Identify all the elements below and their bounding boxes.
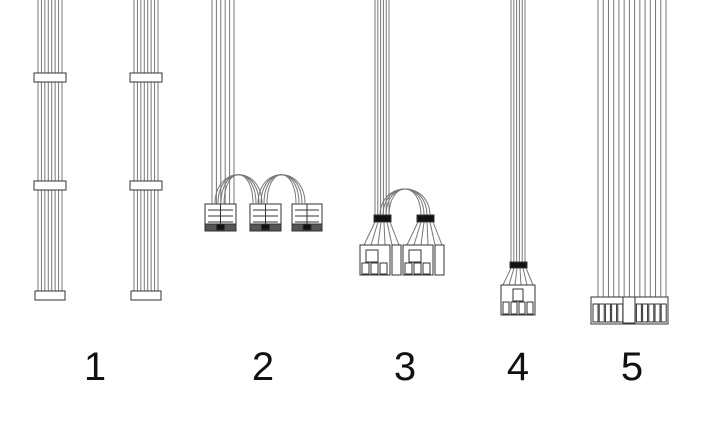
sleeve — [373, 214, 392, 223]
connector-pin — [413, 262, 422, 275]
wire — [525, 267, 534, 286]
connector-latch — [622, 296, 636, 324]
connector-latch — [512, 288, 524, 302]
connector-latch — [365, 249, 379, 263]
cable-1-sata-strips — [33, 0, 163, 301]
pcie-2pin-connector — [434, 244, 445, 276]
connector-pin — [604, 303, 611, 323]
connector-pin — [404, 262, 413, 275]
wire — [432, 221, 443, 246]
jumper-wire — [379, 188, 431, 217]
jumper-wire — [257, 174, 306, 205]
cable-tie — [33, 180, 67, 191]
wire — [406, 221, 419, 246]
connector-pin — [648, 303, 655, 323]
sleeve — [509, 261, 528, 269]
connector-pin — [526, 301, 534, 315]
wire — [389, 221, 400, 246]
wire — [519, 267, 522, 286]
wire — [370, 221, 379, 246]
wire — [522, 267, 528, 286]
wire — [514, 267, 518, 286]
cable-tie — [129, 72, 163, 83]
label-cable-1: 1 — [83, 345, 107, 389]
sleeve — [416, 214, 435, 223]
label-cable-5: 5 — [620, 345, 644, 389]
wire — [420, 221, 425, 246]
jumper-wire — [214, 174, 263, 205]
connector-pin — [617, 303, 624, 323]
connector-pin — [642, 303, 649, 323]
wire — [508, 267, 515, 286]
cable-tie — [33, 72, 67, 83]
wire — [413, 221, 422, 246]
label-cable-3: 3 — [393, 345, 417, 389]
molex-latch — [261, 223, 270, 231]
wire — [377, 221, 382, 246]
connector-pin — [660, 303, 667, 323]
wire — [426, 221, 429, 246]
cable-2-molex — [204, 0, 323, 232]
wire — [363, 221, 376, 246]
connector-pin — [422, 262, 431, 275]
connector-pin — [635, 303, 642, 323]
jumper-wire — [388, 188, 422, 217]
wire — [383, 221, 386, 246]
cable-4-cpu — [500, 0, 536, 316]
jumper-wire — [266, 174, 297, 205]
connector-pin — [611, 303, 618, 323]
label-cable-2: 2 — [251, 345, 275, 389]
connector-pin — [654, 303, 661, 323]
sata-connector — [130, 290, 162, 301]
pcie-2pin-connector — [391, 244, 402, 276]
molex-latch — [302, 223, 312, 231]
connector-pin — [598, 303, 605, 323]
connector-pin — [592, 303, 599, 323]
connector-pin — [370, 262, 379, 275]
sata-connector — [34, 290, 66, 301]
jumper-wire — [223, 174, 254, 205]
connector-pin — [510, 301, 518, 315]
label-cable-4: 4 — [506, 345, 530, 389]
cable-tie — [129, 180, 163, 191]
connector-pin — [518, 301, 526, 315]
connector-latch — [408, 249, 422, 263]
wire — [386, 221, 393, 246]
connector-pin — [361, 262, 370, 275]
connector-pin — [379, 262, 388, 275]
wire — [429, 221, 436, 246]
cable-5-atx-24pin — [590, 0, 669, 325]
connector-pin — [502, 301, 510, 315]
molex-latch — [216, 223, 225, 231]
cable-3-pcie-dual — [359, 0, 445, 276]
wire — [502, 267, 512, 286]
